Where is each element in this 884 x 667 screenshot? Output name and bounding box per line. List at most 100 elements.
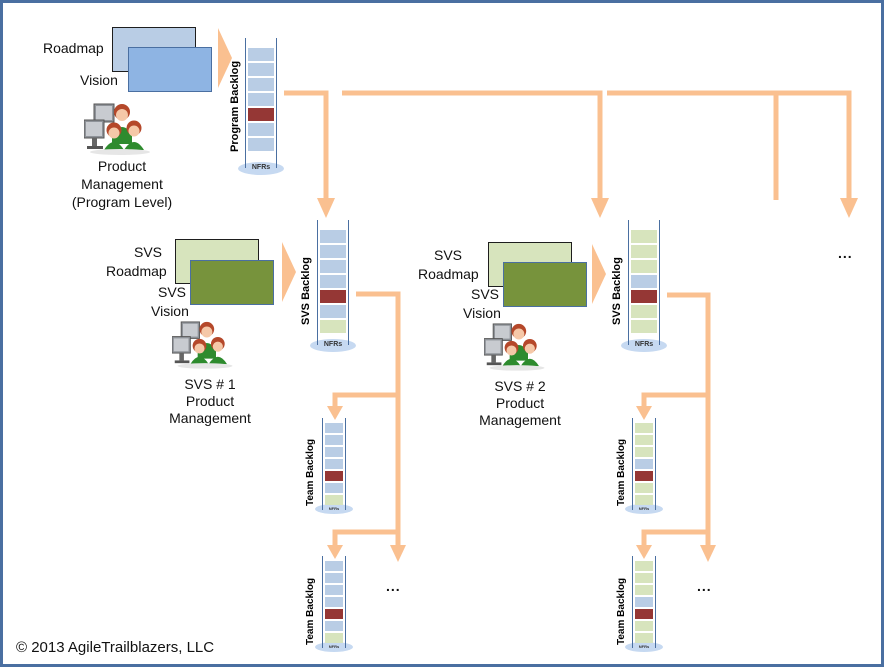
backlog-item-green [635, 585, 653, 595]
nfr-label: NFRs [638, 506, 650, 511]
backlog-item-blue [248, 123, 274, 136]
svs1-roadmap-label-2: Roadmap [106, 263, 167, 279]
backlog-item-green [631, 230, 657, 243]
monitor-icon [83, 103, 115, 149]
backlog-item-blue [325, 459, 343, 469]
arrowhead-svs1-more [390, 545, 406, 562]
svs2-vision-label-1: SVS [471, 286, 500, 302]
backlog-item-blue [325, 435, 343, 445]
arrow-program-to-svs1 [284, 90, 329, 200]
program-owner-label-2: Management [81, 176, 163, 192]
chevron-arrow-icon [218, 28, 232, 88]
backlog-item-blue [248, 48, 274, 61]
backlog-tube [322, 556, 346, 648]
backlog-tube [245, 38, 277, 168]
nfr-label: NFRs [251, 164, 271, 171]
backlog-item-blue [325, 573, 343, 583]
backlog-item-red [325, 471, 343, 481]
svs2-roadmap-label-1: SVS [433, 247, 462, 263]
nfr-label: NFRs [634, 341, 654, 348]
svs1-vision-label-2: Vision [151, 303, 189, 319]
svs2-vision-label-2: Vision [463, 305, 501, 321]
nfr-base [310, 339, 356, 352]
svs2-roadmap-label-2: Roadmap [418, 266, 479, 282]
backlog-item-green [635, 483, 653, 493]
arrowhead-more [840, 198, 858, 218]
backlog-item-blue [320, 230, 346, 243]
arrowhead-svs2-team2 [636, 545, 652, 559]
backlog-item-red [631, 290, 657, 303]
vision-document [128, 47, 212, 92]
nfr-base [315, 642, 353, 652]
arrow-program-to-more-2 [654, 90, 852, 200]
svs1-backlog-title: SVS Backlog [300, 257, 312, 325]
svs1-owner-label-2: Product [185, 393, 235, 409]
backlog-item-red [635, 609, 653, 619]
backlog-item-blue [248, 93, 274, 106]
backlog-item-blue [320, 275, 346, 288]
backlog-item-green [320, 320, 346, 333]
program-owner-label-3: (Program Level) [71, 194, 173, 210]
backlog-item-green [635, 423, 653, 433]
backlog-item-blue [325, 561, 343, 571]
svs1-roadmap-label-1: SVS [133, 244, 162, 260]
backlog-item-green [635, 447, 653, 457]
backlog-item-green [635, 561, 653, 571]
backlog-item-blue [248, 63, 274, 76]
nfr-label: NFRs [323, 341, 343, 348]
backlog-item-red [248, 108, 274, 121]
nfr-label: NFRs [638, 644, 650, 649]
nfr-base [238, 162, 284, 175]
backlog-item-green [325, 633, 343, 643]
arrowhead-svs2 [591, 198, 609, 218]
people-at-computers-icon [483, 318, 550, 372]
svs2-more-teams: ... [697, 578, 712, 594]
copyright-notice: © 2013 AgileTrailblazers, LLC [16, 639, 215, 656]
svs2-owner-label-1: SVS # 2 [494, 378, 546, 394]
backlog-tube [632, 556, 656, 648]
nfr-base [315, 504, 353, 514]
svs2-owner-label-2: Product [495, 395, 545, 411]
backlog-item-green [635, 633, 653, 643]
backlog-tube [632, 418, 656, 510]
arrowhead-svs1-team1 [327, 406, 343, 420]
backlog-item-blue [248, 78, 274, 91]
svs1-team1-backlog-title: Team Backlog [305, 438, 316, 506]
backlog-item-green [635, 495, 653, 505]
backlog-item-blue [248, 138, 274, 151]
backlog-item-green [631, 245, 657, 258]
backlog-item-blue [325, 597, 343, 607]
svs1-team2-backlog-title: Team Backlog [305, 577, 316, 645]
backlog-item-red [320, 290, 346, 303]
person-icon [190, 321, 227, 365]
backlog-item-green [635, 435, 653, 445]
svs2-team1-backlog-title: Team Backlog [616, 438, 627, 506]
arrow-svs2-to-team2 [641, 395, 711, 547]
backlog-item-green [631, 305, 657, 318]
backlog-item-blue [635, 459, 653, 469]
svs1-vision-document [190, 260, 274, 305]
nfr-label: NFRs [328, 506, 340, 511]
roadmap-label: Roadmap [43, 40, 104, 56]
arrowhead-svs2-more [700, 545, 716, 562]
backlog-item-green [631, 320, 657, 333]
svs1-owner-label-3: Management [169, 410, 251, 426]
arrow-program-to-more [607, 90, 779, 200]
people-at-computers-icon [171, 316, 238, 370]
svs2-owner-label-3: Management [479, 412, 561, 428]
backlog-tube [322, 418, 346, 510]
arrow-svs1-to-team2 [332, 395, 401, 547]
people-at-computers-icon [83, 98, 156, 156]
backlog-tube [317, 220, 349, 345]
arrowhead-svs1 [317, 198, 335, 218]
more-svs: ... [838, 245, 853, 261]
program-backlog-title: Program Backlog [229, 60, 241, 152]
nfr-label: NFRs [328, 644, 340, 649]
backlog-item-blue [325, 423, 343, 433]
svs1-vision-label-1: SVS [158, 284, 187, 300]
backlog-item-green [631, 260, 657, 273]
nfr-base [625, 642, 663, 652]
monitor-icon [483, 323, 512, 366]
